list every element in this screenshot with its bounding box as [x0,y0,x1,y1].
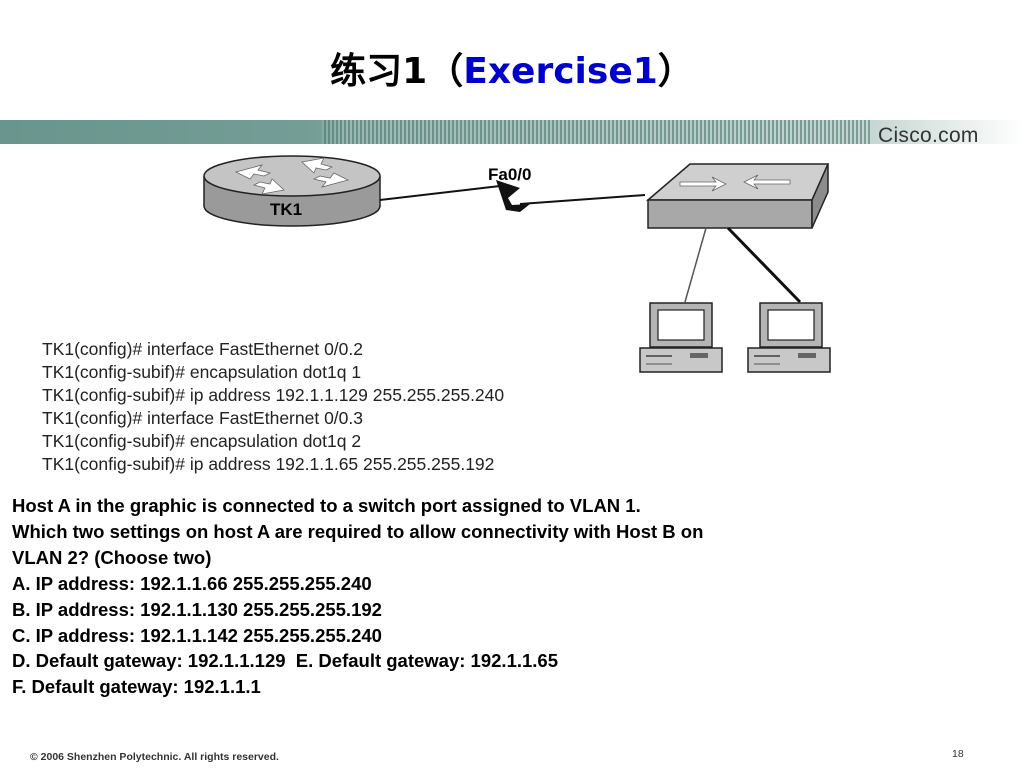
answer-option: D. Default gateway: 192.1.1.129 E. Defau… [12,650,559,672]
interface-label: Fa0/0 [488,165,532,184]
question-line: VLAN 2? (Choose two) [12,546,212,568]
question-block: Host A in the graphic is connected to a … [12,493,1002,700]
config-line: TK1(config-subif)# encapsulation dot1q 2 [42,431,362,451]
question-line: Host A in the graphic is connected to a … [12,495,641,516]
switch-icon [645,163,830,229]
header-banner [0,120,1024,144]
copyright-footer: © 2006 Shenzhen Polytechnic. All rights … [30,751,279,763]
answer-option: C. IP address: 192.1.1.142 255.255.255.2… [12,624,382,646]
serial-link [379,180,646,212]
config-line: TK1(config-subif)# ip address 192.1.1.65… [42,454,495,474]
router-icon [203,155,381,227]
brand-logo: Cisco.com [878,124,979,147]
page-number: 18 [952,748,964,760]
config-line: TK1(config-subif)# encapsulation dot1q 1 [42,362,362,382]
answer-option: B. IP address: 192.1.1.130 255.255.255.1… [12,598,382,620]
config-line: TK1(config)# interface FastEthernet 0/0.… [42,339,363,359]
config-line: TK1(config)# interface FastEthernet 0/0.… [42,408,363,428]
host-b-computer-icon [747,302,831,373]
title-suffix: ） [657,51,694,92]
router-label: TK1 [270,200,303,219]
router-config: TK1(config)# interface FastEthernet 0/0.… [42,338,504,476]
title-prefix: 练习1（ [330,51,464,92]
slide-title: 练习1（Exercise1） [0,42,1024,94]
answer-option: F. Default gateway: 192.1.1.1 [12,676,261,698]
title-accent: Exercise1 [463,51,658,92]
config-line: TK1(config-subif)# ip address 192.1.1.12… [42,385,505,405]
host-a-computer-icon [639,302,723,373]
question-line: Which two settings on host A are require… [12,520,704,542]
network-diagram [203,155,831,373]
answer-option: A. IP address: 192.1.1.66 255.255.255.24… [12,572,372,594]
